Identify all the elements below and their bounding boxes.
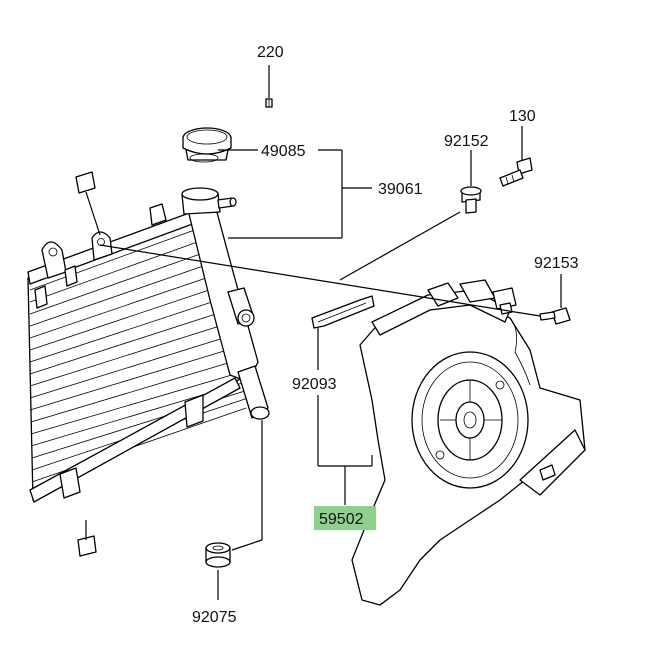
fasteners: [75, 157, 571, 568]
radiator-cap-assembly: [181, 98, 273, 215]
label-92093: 92093: [292, 376, 337, 393]
label-49085: 49085: [261, 143, 306, 160]
highlight-box-59502: [314, 506, 376, 530]
label-92152: 92152: [444, 133, 489, 150]
label-92075: 92075: [192, 609, 237, 626]
part-labels: 220 49085 39061 92152 130 92153 92093 59…: [192, 44, 579, 626]
label-92153: 92153: [534, 255, 579, 272]
radiator: [27, 203, 270, 503]
label-59502[interactable]: 59502: [319, 511, 364, 528]
leader-lines: [85, 65, 562, 600]
label-130: 130: [509, 108, 536, 125]
label-39061: 39061: [378, 181, 423, 198]
label-220: 220: [257, 44, 284, 61]
fan-assembly: [311, 279, 586, 606]
